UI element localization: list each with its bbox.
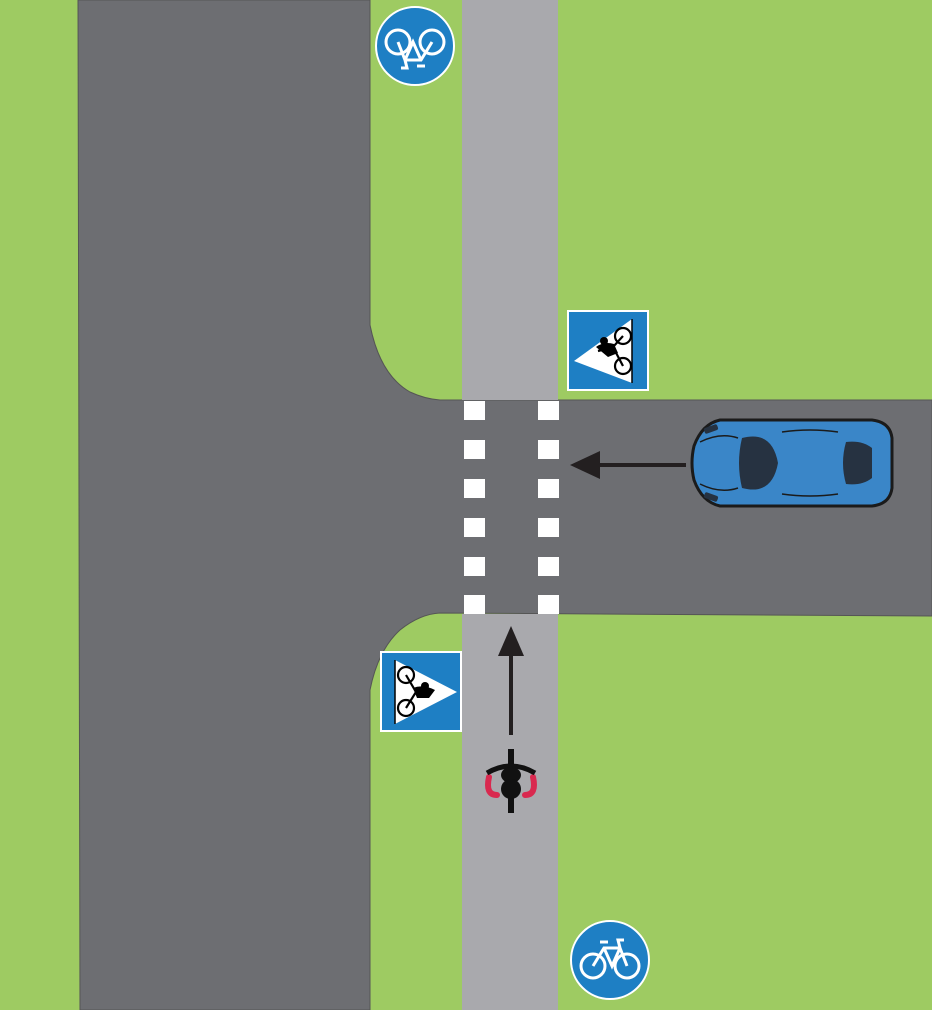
crossing-mark (538, 479, 559, 498)
crossing-mark (464, 595, 485, 614)
crossing-mark (538, 557, 559, 576)
crossing-mark (464, 401, 485, 420)
crossing-mark (538, 518, 559, 537)
crossing-mark (464, 518, 485, 537)
bicycle-path-round-sign-icon (375, 6, 455, 86)
crossing-mark (464, 440, 485, 459)
bicycle-path-round-sign-icon (570, 920, 650, 1000)
crossing-mark (538, 401, 559, 420)
blue-car-icon (690, 418, 894, 508)
cyclist-crossing-marks (464, 401, 559, 614)
arrow-left-icon (570, 451, 686, 479)
crossing-mark (538, 440, 559, 459)
crossing-mark (538, 595, 559, 614)
cyclist-topview-icon (485, 749, 537, 813)
crossing-mark (464, 479, 485, 498)
cyclist-crossing-square-sign-icon (567, 310, 649, 391)
bike-path-upper (462, 0, 558, 400)
crossing-mark (464, 557, 485, 576)
arrow-up-icon (498, 626, 524, 735)
cyclist-crossing-square-sign-icon (380, 651, 462, 732)
